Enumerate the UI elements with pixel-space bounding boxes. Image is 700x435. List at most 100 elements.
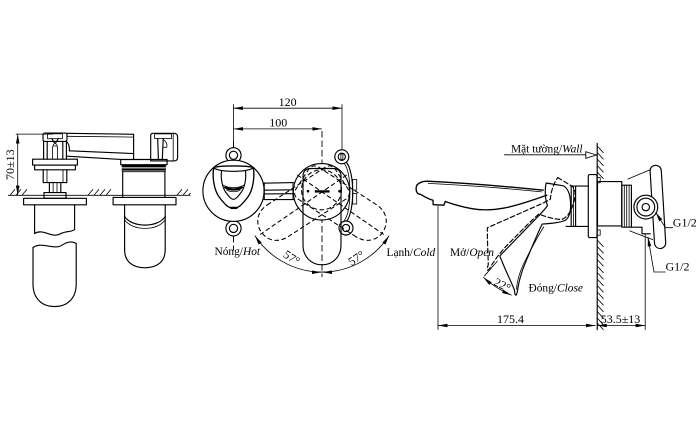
drawing-line [34, 228, 76, 236]
drawing-line [623, 185, 630, 228]
drawing-line [124, 249, 166, 269]
dim-53: 53.5±13 [597, 312, 646, 328]
drawing-line [53, 143, 58, 147]
drawing-circle [338, 220, 354, 236]
drawing-line [415, 183, 548, 211]
drawing-line [483, 260, 498, 277]
drawing-rect [587, 174, 598, 239]
drawing-circle [334, 149, 350, 165]
angle-22-label: 22° [492, 275, 514, 295]
dim-120-label: 120 [279, 95, 297, 109]
drawing-line [259, 174, 385, 235]
wall-line-left-view [8, 189, 191, 196]
drawing-line [163, 139, 168, 148]
drawing-line [346, 161, 354, 223]
drawing-rect [340, 153, 344, 160]
drawing-line [124, 215, 166, 226]
right-side-view: Mặt tường/Wall [415, 142, 697, 331]
drawing-rect [32, 158, 78, 166]
drawing-rect [352, 179, 358, 191]
drawing-rect [120, 158, 168, 166]
angle-57-right: 57° [345, 248, 367, 269]
drawing-line [122, 171, 166, 198]
drawing-line [213, 165, 254, 169]
label-part: Close [557, 282, 583, 294]
drawing-rect [23, 197, 87, 206]
dim-175: 175.4 [437, 206, 646, 330]
thread-bottom-label: G1/2 [666, 260, 690, 274]
drawing-circle [306, 189, 310, 193]
drawing-line [124, 204, 166, 251]
pipe-front [263, 182, 295, 201]
drawing-polygon [585, 151, 599, 159]
thread-top-label: G1/2 [673, 215, 697, 229]
label-part: Wall [562, 143, 582, 155]
handle-side [472, 159, 581, 296]
drawing-line [34, 204, 76, 235]
dim-100: 100 [233, 116, 322, 131]
drawing-circle [202, 159, 265, 222]
label-part: Đóng/ [529, 282, 558, 294]
drawing-circle [338, 189, 341, 193]
spout-front [202, 147, 265, 237]
drawing-line [213, 167, 254, 172]
label-wall: Mặt tường/Wall [511, 143, 583, 155]
drawing-line [32, 242, 77, 308]
label-part: Cold [413, 247, 435, 259]
drawing-rect [154, 133, 173, 139]
label-part: Mặt tường/ [511, 143, 563, 155]
drawing-line [516, 226, 545, 290]
drawing-rect [112, 196, 177, 206]
drawing-line [9, 189, 191, 196]
label-part: Open [469, 247, 494, 259]
drawing-line [124, 219, 166, 229]
front-view: 120 100 [202, 95, 436, 277]
spout-unit-side [23, 132, 87, 308]
wall-line-side-view [596, 142, 604, 331]
label-part: Nóng/ [215, 246, 244, 258]
drawing-rect [42, 132, 68, 142]
label-part: Mở/ [450, 247, 470, 259]
drawing-line [655, 212, 673, 229]
inwall-body [596, 164, 667, 250]
drawing-line [66, 135, 134, 138]
drawing-line [263, 182, 295, 201]
label-hot: Nóng/Hot [215, 246, 261, 258]
drawing-line [220, 170, 247, 200]
drawing-line [647, 236, 666, 273]
drawing-line [43, 140, 67, 160]
dim-120: 120 [233, 95, 343, 150]
dim-53-label: 53.5±13 [601, 312, 641, 326]
left-side-view: 70±13 [3, 132, 191, 308]
drawing-line [48, 182, 62, 194]
drawing-circle [337, 152, 346, 161]
drawing-circle [228, 150, 239, 160]
drawing-line [51, 137, 59, 145]
drawing-rect [34, 164, 76, 171]
drawing-circle [641, 202, 651, 212]
drawing-line [66, 132, 135, 135]
dim-70: 70±13 [3, 133, 53, 196]
drawing-rect [47, 133, 63, 140]
drawing-line [223, 185, 244, 191]
drawing-rect [596, 229, 601, 236]
drawing-line [427, 183, 542, 193]
drawing-line [42, 169, 68, 184]
drawing-circle [636, 197, 656, 217]
drawing-line [565, 185, 589, 227]
drawing-rect [596, 177, 601, 184]
drawing-line [596, 145, 604, 331]
drawing-circle [228, 223, 239, 234]
dim-175-label: 175.4 [497, 312, 524, 326]
label-cold: Lạnh/Cold [387, 247, 436, 259]
drawing-line [483, 277, 512, 296]
drawing-line [226, 189, 241, 193]
drawing-rect [352, 193, 358, 205]
angle-22: 22° [483, 260, 514, 296]
drawing-line [499, 182, 572, 296]
drawing-line [254, 235, 390, 273]
spout-profile [415, 180, 548, 211]
drawing-line [32, 241, 77, 249]
